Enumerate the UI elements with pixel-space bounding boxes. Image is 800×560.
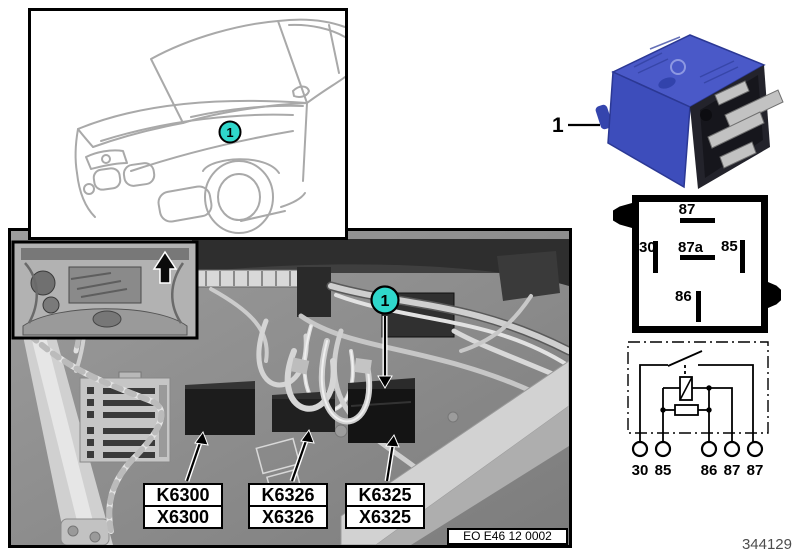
pin-87-contact (680, 218, 715, 223)
terminal-circles (631, 440, 764, 458)
switch-blade (667, 350, 703, 367)
relay-leader: 1 (552, 114, 600, 137)
rail-bolt (447, 411, 459, 423)
relay-id-label: K6300 (143, 483, 223, 507)
relay-callout-number: 1 (552, 114, 564, 137)
pin-86-label: 86 (675, 288, 692, 305)
photo-ref-code: EO E46 12 0002 (447, 528, 568, 545)
inset-overview (11, 240, 199, 340)
relay-label-k6326: K6326 X6326 (248, 483, 328, 529)
label-arrows (184, 428, 400, 482)
relay-block-k6300 (185, 381, 255, 435)
relay-id-label: K6325 (345, 483, 425, 507)
relay-photo: 1 (552, 34, 784, 189)
embossed-marking-lines (633, 36, 739, 84)
relay-pins (707, 80, 784, 169)
terminal-85-label: 85 (655, 462, 672, 479)
pin-box-right-tab-icon (768, 282, 781, 308)
dark-connector-block (297, 267, 331, 317)
doc-number: 344129 (741, 536, 792, 553)
rail-hole (334, 424, 348, 438)
fuse-module (79, 371, 171, 463)
photo-callout-number: 1 (381, 293, 390, 310)
relay-label-k6300: K6300 X6300 (143, 483, 223, 529)
roundel-icon (670, 59, 686, 75)
pin-30-label: 30 (639, 239, 656, 256)
pin-85-contact (740, 240, 745, 273)
terminal-86-label: 86 (701, 462, 718, 479)
circuit-schematic: 30 85 86 87 87 (627, 341, 769, 479)
terminal-30-label: 30 (632, 462, 649, 479)
pin-30-contact (653, 241, 658, 273)
pin-box-left-tab-icon (613, 203, 632, 228)
photo-callout-marker[interactable]: 1 (370, 285, 400, 389)
bracket-hole (67, 525, 79, 537)
bracket-hole (89, 531, 101, 543)
car-callout-marker[interactable]: 1 (218, 120, 242, 144)
connector-id-label: X6300 (143, 505, 223, 529)
right-connector (497, 251, 560, 301)
relay-body (595, 34, 784, 189)
connector-ribs (205, 271, 291, 286)
relay-label-k6325: K6325 X6325 (345, 483, 425, 529)
car-outline (74, 18, 346, 234)
up-arrow-icon (152, 250, 178, 284)
schematic-wires (639, 350, 754, 442)
pin-87a-label: 87a (678, 239, 704, 256)
junction-dots (660, 385, 712, 413)
pin-85-label: 85 (721, 238, 738, 255)
connector-id-label: X6326 (248, 505, 328, 529)
connector-id-label: X6325 (345, 505, 425, 529)
terminal-87-label: 87 (724, 462, 741, 479)
left-rail-highlight (29, 325, 99, 545)
resistor-symbol (674, 404, 699, 416)
coil-diagonal (679, 376, 693, 401)
car-location-panel: 1 (28, 8, 348, 240)
pin-86-contact (696, 291, 701, 322)
pin-87a-contact (680, 255, 715, 260)
terminal-87b-label: 87 (747, 462, 764, 479)
down-arrowhead-icon (377, 375, 393, 389)
relay-id-label: K6326 (248, 483, 328, 507)
car-line-art: 1 (74, 18, 346, 234)
cables-over-relays (284, 338, 372, 425)
schematic-border (627, 341, 769, 434)
upper-shadow (192, 239, 569, 286)
pin-87-label: 87 (678, 201, 696, 218)
car-callout-number: 1 (226, 125, 233, 140)
relay-block-k6325 (348, 378, 415, 443)
pin-diagram: 87 30 87a 85 86 (613, 195, 781, 333)
engine-photo-panel: 1 K6300 X6300 K6326 X6326 K6325 X6325 EO… (8, 228, 572, 548)
terminal-labels: 30 85 86 87 87 (632, 462, 764, 479)
